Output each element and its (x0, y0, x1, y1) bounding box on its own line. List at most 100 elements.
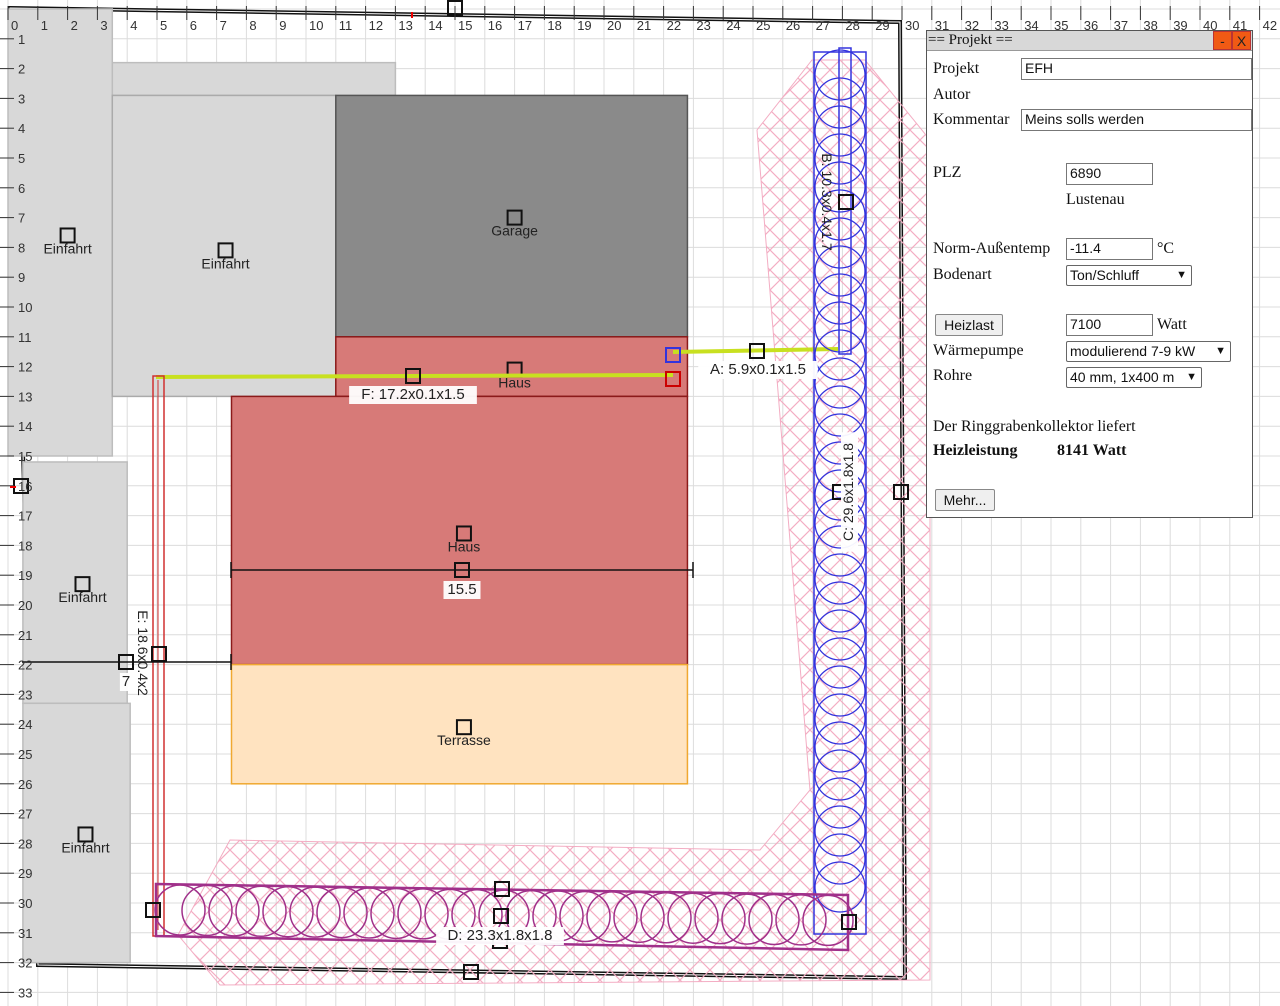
trench-c-outline (813, 51, 867, 935)
drag-handle (841, 914, 857, 930)
coil-loop-c (814, 693, 866, 745)
heizleistung-value: 8141 Watt (1057, 442, 1127, 459)
ruler-x-label: 14 (428, 18, 442, 33)
trench-label-trench-a-group: A: 5.9x0.1x1.5 (698, 361, 818, 379)
trench-label-trench-f-bg (349, 386, 477, 404)
rohre-select[interactable]: 40 mm, 1x400 m ▼ (1066, 367, 1202, 388)
dimension-label-distance-group: 7 (119, 673, 133, 691)
ruler-y-label: 17 (18, 509, 32, 524)
trench-label-trench-d: D: 23.3x1.8x1.8 (447, 927, 552, 944)
coil-loop-d (586, 891, 638, 943)
area-label-terrace: Terrasse (437, 732, 491, 748)
trench-label-trench-d-group: D: 23.3x1.8x1.8 (436, 927, 564, 945)
ruler-y-label: 14 (18, 419, 32, 434)
drag-handle (838, 194, 854, 210)
area-handle-terrace (455, 719, 472, 736)
ruler-y-label: 3 (18, 91, 25, 106)
coil-loop-c (814, 777, 866, 829)
trench-a-line (672, 347, 839, 354)
panel-titlebar[interactable]: == Projekt == - X (927, 31, 1252, 51)
ruler-y-label: 21 (18, 628, 32, 643)
coil-loop-d (775, 894, 827, 946)
coil-loop-c (814, 413, 866, 465)
more-button[interactable]: Mehr... (935, 489, 995, 511)
ruler-y-label: 6 (18, 181, 25, 196)
boden-label: Bodenart (933, 266, 992, 283)
coil-loop-d (235, 885, 287, 938)
ruler-y-label: 4 (18, 121, 25, 136)
coil-loop-d (208, 885, 260, 937)
ruler-x-label: 32 (965, 18, 979, 33)
minimize-button[interactable]: - (1213, 31, 1232, 50)
projekt-input[interactable]: EFH (1021, 58, 1252, 80)
area-layer: EinfahrtEinfahrtEinfahrtEinfahrtGarageHa… (7, 8, 689, 964)
dimension-label-distance-bg (119, 673, 133, 691)
coil-loop-c (814, 665, 866, 717)
area-house (230, 395, 689, 666)
ruler-x-label: 3 (100, 18, 107, 33)
ruler-y-label: 8 (18, 240, 25, 255)
waermepumpe-select[interactable]: modulierend 7-9 kW ▼ (1066, 341, 1231, 362)
kommentar-input[interactable]: Meins solls werden (1021, 109, 1252, 131)
ruler-y-label: 19 (18, 568, 32, 583)
close-button[interactable]: X (1232, 31, 1251, 50)
ruler-x-label: 38 (1143, 18, 1157, 33)
area-handle-driveway-main (217, 242, 234, 259)
area-handle-driveway-lower-2 (77, 826, 94, 843)
panel-title: == Projekt == (928, 32, 1013, 48)
ruler-x-label: 5 (160, 18, 167, 33)
boden-select[interactable]: Ton/Schluff ▼ (1066, 265, 1192, 286)
ruler-x-label: 22 (667, 18, 681, 33)
drag-handle (494, 881, 510, 897)
coil-loop-c (814, 245, 866, 297)
area-handle-driveway-lower-1 (74, 576, 91, 593)
ruler-y-label: 13 (18, 389, 32, 404)
trench-label-trench-a: A: 5.9x0.1x1.5 (710, 361, 806, 378)
ruler-x-label: 17 (518, 18, 532, 33)
coil-loop-c (814, 77, 866, 129)
drag-handle (454, 562, 470, 578)
coil-loop-c (814, 357, 866, 409)
area-label-driveway-main: Einfahrt (201, 255, 249, 271)
temp-unit: °C (1157, 240, 1175, 257)
coil-loop-c (814, 329, 866, 381)
area-driveway-lower-2 (22, 702, 131, 964)
ruler-x-label: 35 (1054, 18, 1068, 33)
waermepumpe-label: Wärmepumpe (933, 342, 1024, 359)
heizlast-input[interactable]: 7100 (1066, 314, 1153, 336)
plz-input[interactable]: 6890 (1066, 163, 1153, 185)
coil-loop-d (343, 887, 395, 939)
ruler-y-label: 5 (18, 151, 25, 166)
ruler-y-label: 27 (18, 807, 32, 822)
heizlast-unit: Watt (1157, 316, 1187, 333)
area-label-garage: Garage (491, 222, 538, 238)
drag-handle (405, 368, 421, 384)
ruler-x-label: 4 (130, 18, 137, 33)
ort-text: Lustenau (1066, 191, 1125, 208)
drag-handle (151, 646, 167, 662)
dimension-label-distance: 7 (122, 673, 130, 690)
trench-label-trench-b: B: 10.3x0.4x1.7 (819, 153, 835, 251)
ruler-x-label: 42 (1263, 18, 1277, 33)
ruler-x-label: 18 (547, 18, 561, 33)
ruler-x-label: 0 (11, 18, 18, 33)
ruler-y-label: 7 (18, 211, 25, 226)
waermepumpe-select-value: modulierend 7-9 kW (1070, 343, 1196, 359)
trench-f-line (155, 373, 674, 379)
ruler-x-label: 23 (696, 18, 710, 33)
coil-loop-c (814, 105, 866, 157)
ruler-y-label: 26 (18, 777, 32, 792)
temp-input[interactable]: -11.4 (1066, 238, 1153, 260)
ruler-y-label: 22 (18, 658, 32, 673)
ruler-x-label: 40 (1203, 18, 1217, 33)
drag-handle-blue (665, 347, 681, 363)
coil-loop-c (814, 189, 866, 241)
ruler-x-label: 11 (339, 18, 353, 33)
coil-loop-c (814, 721, 866, 773)
heizlast-button[interactable]: Heizlast (935, 314, 1003, 336)
coil-loop-c (814, 553, 866, 605)
ruler-y-label: 31 (18, 926, 32, 941)
ruler-y-label: 24 (18, 717, 32, 732)
coil-loop-c (814, 581, 866, 633)
